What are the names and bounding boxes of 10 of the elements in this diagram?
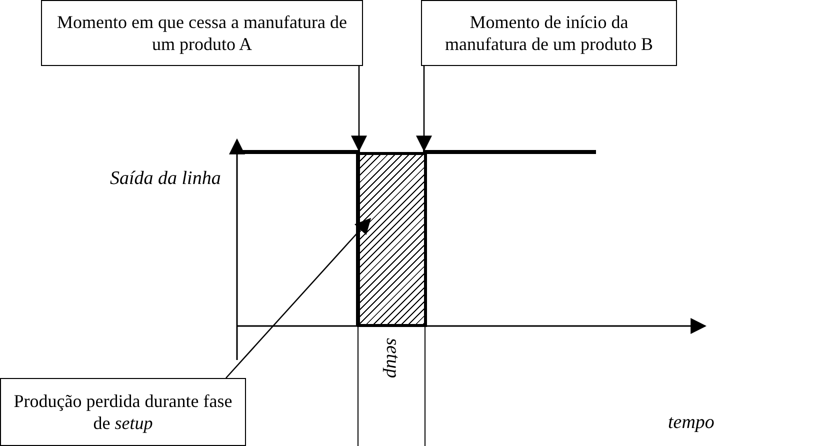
axis-label: setup — [381, 338, 403, 378]
leader-line — [226, 218, 372, 378]
callout-box: Produção perdida durante fase de setup — [0, 378, 246, 446]
hatched-area — [357, 152, 427, 327]
callout-box: Momento em que cessa a manufatura de um produto A — [41, 0, 363, 66]
arrow — [416, 66, 432, 152]
callout-box: Momento de início da manufatura de um produto B — [421, 0, 677, 66]
axis-label: Saída da linha — [110, 168, 221, 190]
arrow — [351, 66, 367, 152]
axis-label: tempo — [668, 412, 714, 434]
